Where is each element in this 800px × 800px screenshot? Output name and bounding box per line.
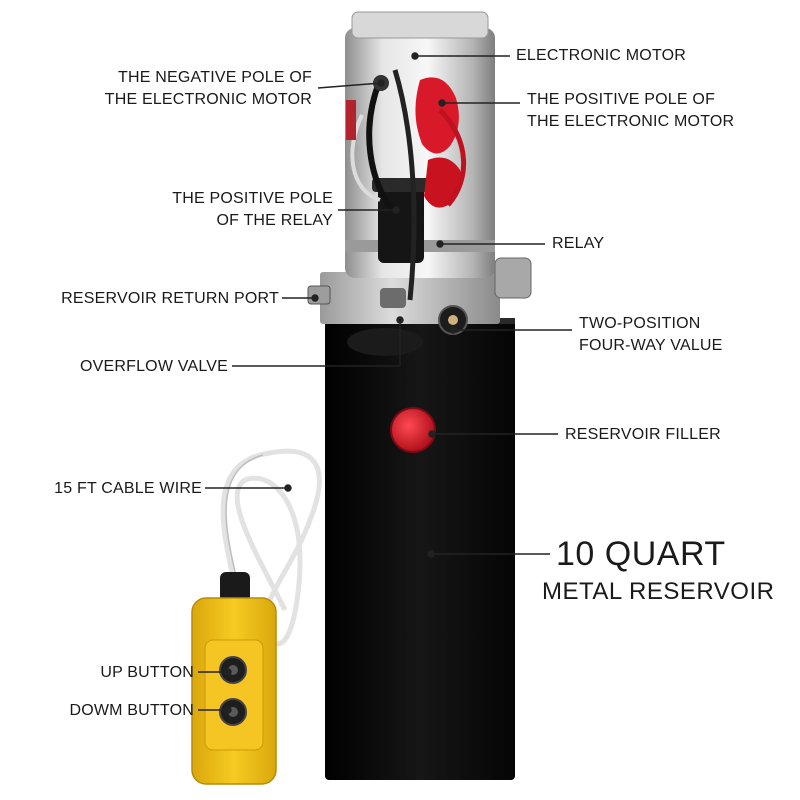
label-cable-wire: 15 FT CABLE WIRE	[54, 480, 202, 497]
motor-top-cap	[351, 11, 489, 39]
cable-wire-shadow	[225, 454, 264, 586]
reservoir-filler-ring	[390, 407, 436, 453]
label-electronic-motor: ELECTRONIC MOTOR	[516, 47, 687, 64]
label-reservoir-filler: RESERVOIR FILLER	[565, 426, 721, 443]
leader-negative-pole	[317, 82, 382, 89]
label-relay: RELAY	[552, 235, 605, 252]
label-two-position-line2: FOUR-WAY VALUE	[579, 337, 723, 354]
side-fitting	[494, 257, 532, 299]
label-positive-pole-relay-line2: OF THE RELAY	[216, 212, 333, 229]
label-two-position-line1: TWO-POSITION	[579, 315, 701, 332]
reservoir-filler	[391, 408, 435, 452]
label-capacity-line1: 10 QUART	[556, 535, 726, 573]
label-negative-pole-line2: THE ELECTRONIC MOTOR	[104, 91, 312, 108]
motor-wire-white	[350, 114, 381, 202]
label-positive-pole-relay-line1: THE POSITIVE POLE	[172, 190, 333, 207]
motor-base	[347, 328, 423, 356]
positive-pole-relay-boot	[424, 157, 462, 208]
label-positive-pole-motor-line1: THE POSITIVE POLE OF	[527, 91, 716, 108]
metal-reservoir	[325, 318, 515, 780]
label-down-button: DOWM BUTTON	[69, 702, 194, 719]
motor-wire-red	[438, 108, 467, 207]
label-up-button: UP BUTTON	[100, 664, 194, 681]
motor-wire-black	[366, 78, 395, 212]
label-positive-pole-motor-line2: THE ELECTRONIC MOTOR	[527, 113, 735, 130]
label-overflow-valve: OVERFLOW VALVE	[79, 358, 228, 375]
label-capacity-line2: METAL RESERVOIR	[542, 578, 775, 605]
motor-side-bracket	[346, 100, 356, 140]
leader-lines	[198, 52, 572, 714]
positive-pole-motor-terminal	[415, 77, 459, 154]
label-reservoir-return-port: RESERVOIR RETURN PORT	[61, 290, 279, 307]
overflow-valve	[380, 288, 406, 308]
reservoir-return-port	[307, 285, 331, 305]
label-negative-pole-line1: THE NEGATIVE POLE OF	[118, 69, 312, 86]
motor-wire-grey	[392, 69, 417, 301]
two-position-valve-core	[448, 315, 458, 325]
